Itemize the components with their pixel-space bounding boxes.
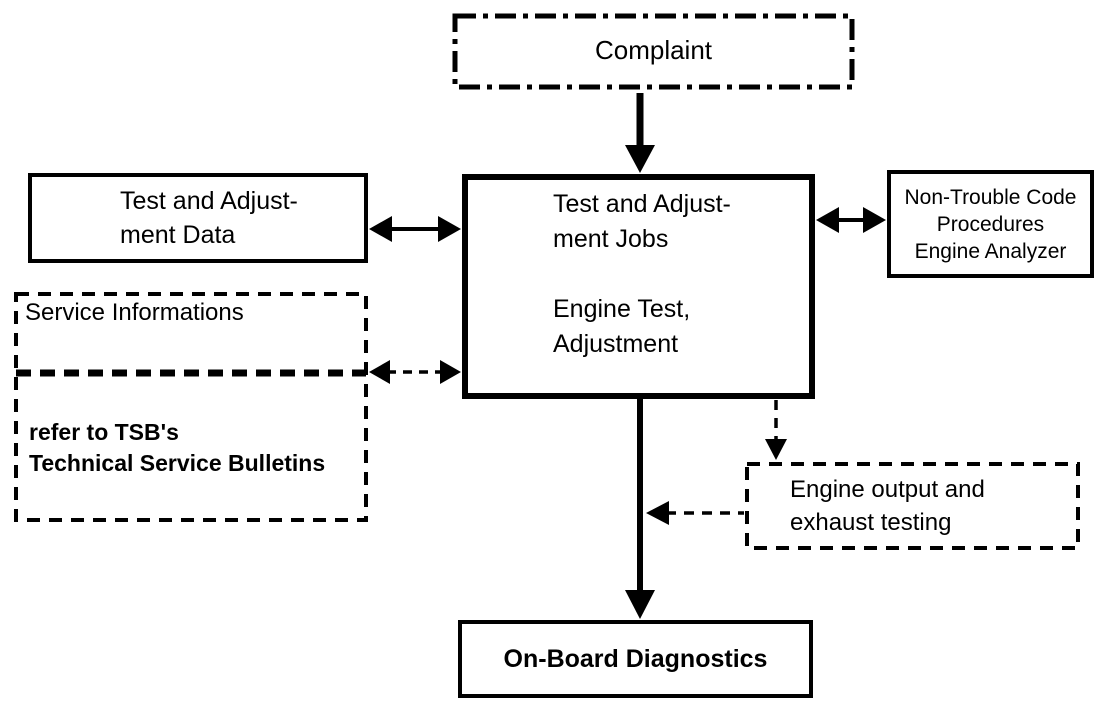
jobs-paragraph-gap (553, 257, 805, 292)
nontrouble-line2: Procedures (936, 212, 1045, 236)
jobs-title-line1: Test and Adjust- (553, 190, 731, 218)
jobs-body-line2: Adjustment (553, 330, 679, 358)
jobs-body-line1: Engine Test, (553, 295, 691, 323)
nontrouble-line1: Non-Trouble Code (904, 185, 1077, 209)
service-note-line1: refer to TSB's (29, 419, 179, 445)
service-note-line2: Technical Service Bulletins (29, 450, 326, 476)
service-informations-box: Service Informations refer to TSB's Tech… (14, 292, 368, 522)
test-adjustment-data-box: Test and Adjust- ment Data (28, 173, 368, 263)
data-line2: ment Data (120, 221, 236, 249)
on-board-diagnostics-box: On-Board Diagnostics (458, 620, 813, 698)
data-line1: Test and Adjust- (120, 187, 298, 215)
arrow-jobs-to-nontrouble (816, 207, 886, 233)
complaint-label: Complaint (594, 35, 713, 65)
arrow-jobs-to-engine-output (765, 400, 787, 460)
arrow-complaint-to-jobs (625, 93, 655, 173)
arrow-data-to-jobs (369, 216, 461, 242)
arrow-engine-output-to-line (646, 501, 744, 525)
service-note: refer to TSB's Technical Service Bulleti… (29, 417, 325, 479)
complaint-box: Complaint (452, 13, 855, 90)
nontrouble-line3: Engine Analyzer (914, 239, 1067, 263)
engine-output-line1: Engine output and (790, 476, 985, 503)
obd-label: On-Board Diagnostics (503, 644, 768, 673)
engine-output-box: Engine output and exhaust testing (745, 462, 1080, 550)
arrow-service-to-jobs (369, 360, 461, 384)
test-adjustment-jobs-box: Test and Adjust- ment Jobs Engine Test, … (462, 174, 815, 399)
non-trouble-code-box: Non-Trouble Code Procedures Engine Analy… (887, 170, 1094, 278)
engine-output-line2: exhaust testing (790, 509, 952, 536)
jobs-title-line2: ment Jobs (553, 225, 669, 253)
arrow-jobs-to-obd (625, 399, 655, 619)
service-title: Service Informations (25, 299, 244, 326)
